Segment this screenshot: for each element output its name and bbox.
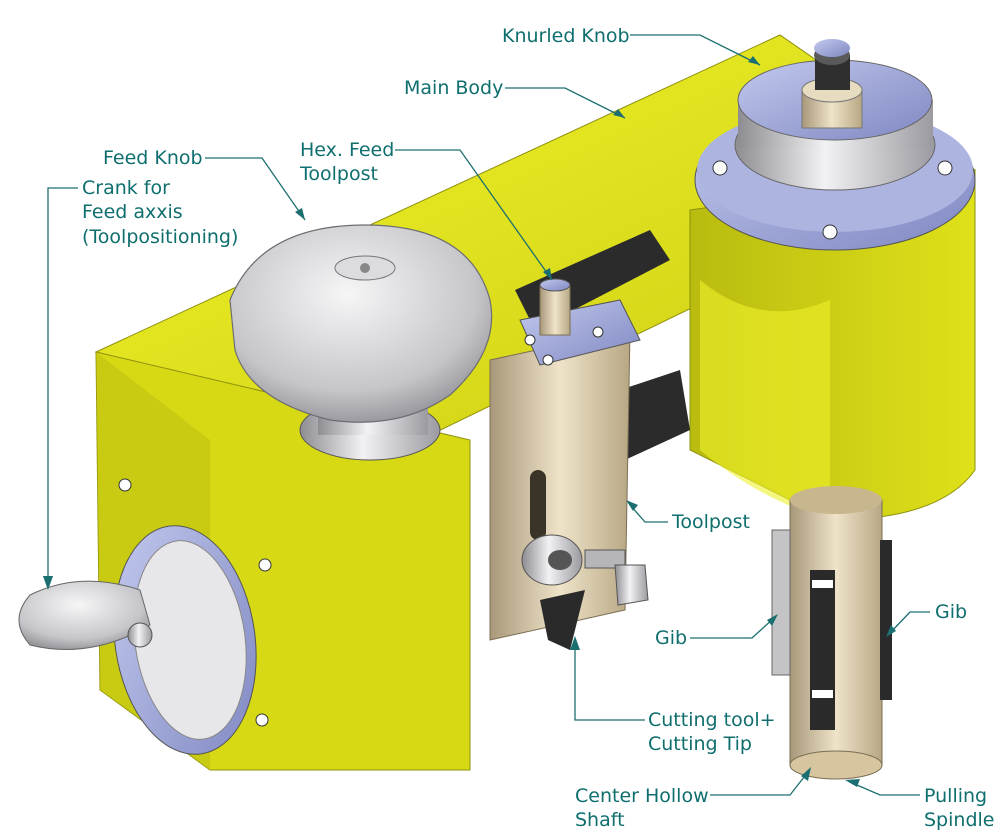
label-cutting-tool-line1: Cutting tool+ [648, 709, 776, 731]
leader-lines [43, 34, 930, 796]
feed-knob [229, 224, 493, 461]
label-pulling-spindle-line1: Pulling [924, 785, 987, 807]
spindle-slot [810, 570, 835, 730]
label-feed-knob: Feed Knob [103, 147, 203, 169]
gib-right-part [880, 540, 892, 700]
gib-left-part [771, 529, 791, 676]
label-center-shaft-line1: Center Hollow [575, 785, 709, 807]
labels: Knurled Knob Main Body Feed Knob Hex. Fe… [82, 25, 994, 831]
label-crank-line3: (Toolpositioning) [82, 226, 238, 248]
label-crank-line2: Feed axxis [82, 201, 183, 223]
toolpost [489, 278, 649, 650]
label-pulling-spindle-line2: Spindle [924, 809, 994, 831]
label-toolpost: Toolpost [671, 511, 750, 533]
label-cutting-tool-line2: Cutting Tip [648, 733, 752, 755]
label-hex-feed-line1: Hex. Feed [300, 139, 394, 161]
label-center-shaft-line2: Shaft [575, 809, 625, 831]
label-crank-line1: Crank for [82, 177, 170, 199]
label-gib-left: Gib [655, 627, 687, 649]
crank [18, 478, 272, 755]
knurled-knob [694, 39, 976, 251]
center-hollow-shaft [789, 486, 883, 780]
label-knurled-knob: Knurled Knob [502, 25, 630, 47]
label-gib-right: Gib [935, 601, 967, 623]
label-main-body: Main Body [404, 77, 503, 99]
label-hex-feed-line2: Toolpost [299, 163, 378, 185]
